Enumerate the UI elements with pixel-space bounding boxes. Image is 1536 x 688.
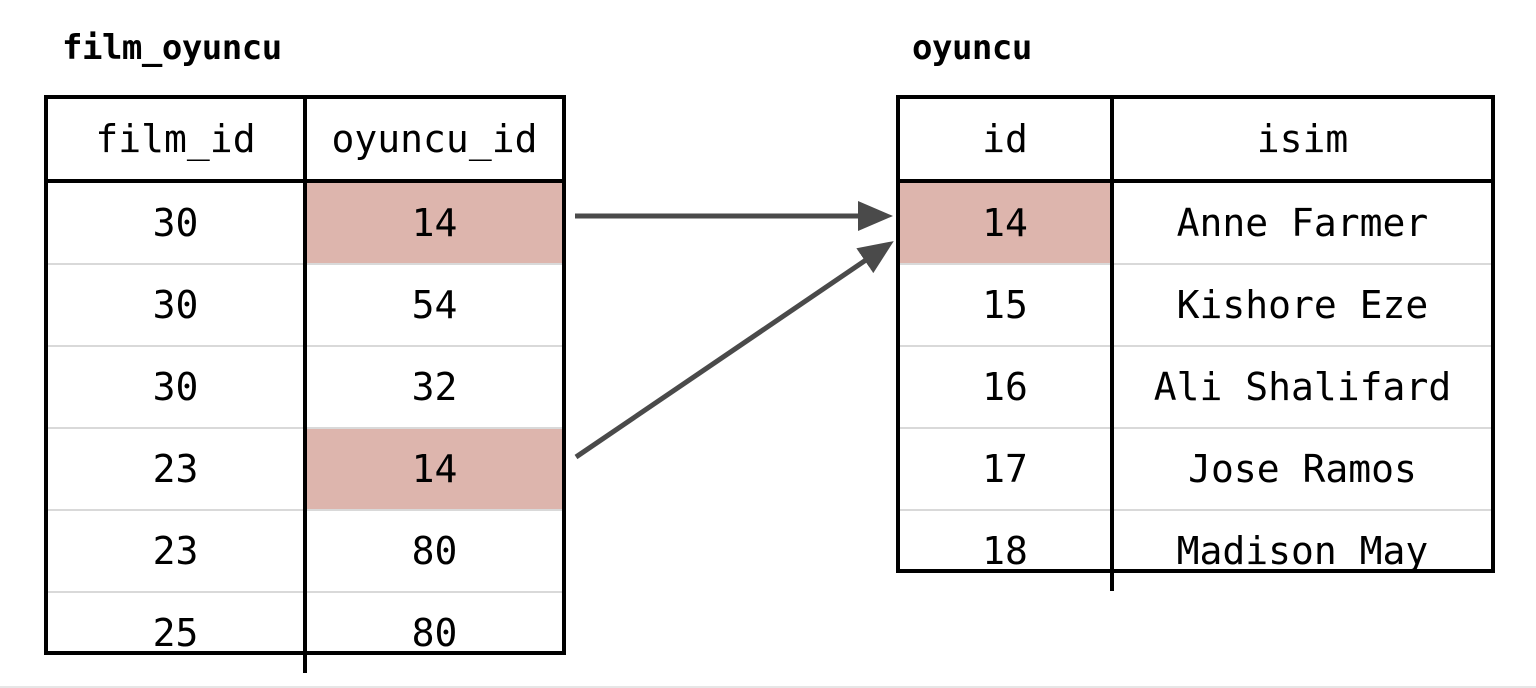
cell-id: 18 xyxy=(900,509,1112,591)
cell-film_id: 30 xyxy=(48,263,305,346)
cell-oyuncu_id: 32 xyxy=(303,345,562,428)
table-header-row: film_id oyuncu_id xyxy=(48,99,562,183)
table-header-row: id isim xyxy=(900,99,1491,183)
column-header-id: id xyxy=(900,99,1112,183)
cell-isim: Jose Ramos xyxy=(1110,427,1491,510)
cell-oyuncu_id: 14 xyxy=(303,181,562,264)
film-oyuncu-header: film_id oyuncu_id xyxy=(48,99,562,183)
cell-film_id: 30 xyxy=(48,345,305,428)
cell-oyuncu_id: 80 xyxy=(303,509,562,592)
cell-oyuncu_id: 80 xyxy=(303,591,562,673)
cell-film_id: 30 xyxy=(152,201,199,245)
cell-oyuncu_id: 14 xyxy=(303,427,562,510)
cell-isim: Anne Farmer xyxy=(1110,181,1491,264)
cell-film_id: 23 xyxy=(48,509,305,592)
table-row: 30 14 xyxy=(48,181,562,264)
column-header-film-id: film_id xyxy=(48,99,305,183)
cell-film_id: 25 xyxy=(48,591,305,673)
table-title-oyuncu: oyuncu xyxy=(912,28,1032,68)
fk-arrow-row4-icon xyxy=(574,241,894,460)
bottom-divider xyxy=(0,686,1536,688)
cell-id: 17 xyxy=(900,427,1112,510)
table-title-film-oyuncu: film_oyuncu xyxy=(62,28,282,68)
column-header-oyuncu-id: oyuncu_id xyxy=(303,99,562,183)
cell-id: 16 xyxy=(900,345,1112,428)
cell-isim: Madison May xyxy=(1110,509,1491,591)
cell-isim: Ali Shalifard xyxy=(1110,345,1491,428)
cell-oyuncu_id: 54 xyxy=(303,263,562,346)
column-header-isim: isim xyxy=(1110,99,1491,183)
cell-id: 14 xyxy=(900,181,1112,264)
cell-isim: Kishore Eze xyxy=(1110,263,1491,346)
cell-id: 15 xyxy=(900,263,1112,346)
oyuncu-header: id isim xyxy=(900,99,1491,183)
cell-film_id: 23 xyxy=(48,427,305,510)
